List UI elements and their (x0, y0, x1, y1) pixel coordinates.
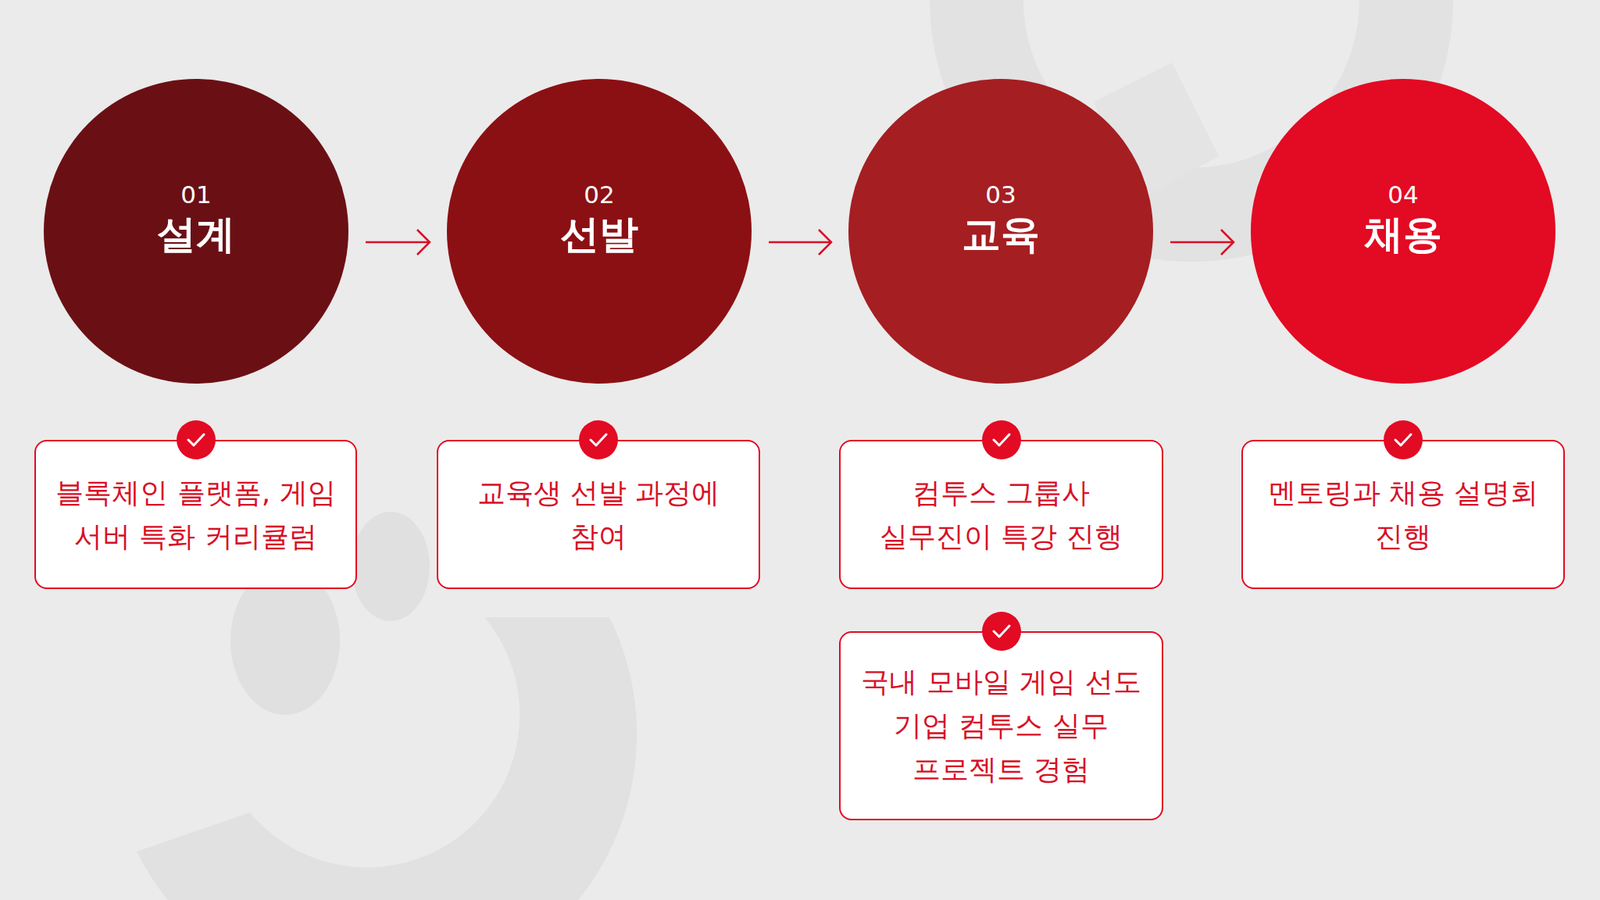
detail-text: 멘토링과 채용 설명회 진행 (1260, 471, 1547, 559)
step-circle: 04채용 (1250, 78, 1556, 384)
step-circle: 03교육 (848, 78, 1154, 384)
check-badge (981, 419, 1022, 461)
step-number: 01 (180, 180, 211, 210)
detail-text: 교육생 선발 과정에 참여 (455, 471, 742, 559)
check-badge (175, 419, 217, 461)
check-badge (981, 610, 1022, 652)
check-badge (578, 419, 619, 461)
bg-bead (351, 511, 430, 622)
step-number: 02 (583, 180, 615, 210)
detail-box: 블록체인 플랫폼, 게임 서버 특화 커리큘럼 (34, 439, 358, 590)
detail-box: 교육생 선발 과정에 참여 (436, 439, 761, 590)
detail-box: 국내 모바일 게임 선도 기업 컴투스 실무 프로젝트 경험 (839, 631, 1164, 821)
step-number: 04 (1387, 180, 1418, 210)
bg-arc (136, 617, 637, 900)
step-number: 03 (985, 180, 1016, 210)
flow-arrow (1170, 229, 1234, 255)
detail-text: 컴투스 그룹사 실무진이 특강 진행 (857, 471, 1145, 559)
flow-arrow (768, 229, 832, 255)
step-title: 교육 (961, 209, 1040, 261)
step-circle: 01설계 (43, 78, 349, 384)
step-title: 설계 (157, 209, 236, 261)
step-circle: 02선발 (446, 78, 752, 384)
flow-arrow (365, 229, 430, 255)
check-badge (1382, 419, 1424, 461)
detail-text: 블록체인 플랫폼, 게임 서버 특화 커리큘럼 (53, 471, 339, 559)
detail-box: 멘토링과 채용 설명회 진행 (1241, 439, 1565, 590)
step-title: 선발 (560, 209, 639, 261)
step-title: 채용 (1364, 209, 1443, 261)
detail-box: 컴투스 그룹사 실무진이 특강 진행 (839, 439, 1164, 590)
detail-text: 국내 모바일 게임 선도 기업 컴투스 실무 프로젝트 경험 (857, 660, 1145, 791)
